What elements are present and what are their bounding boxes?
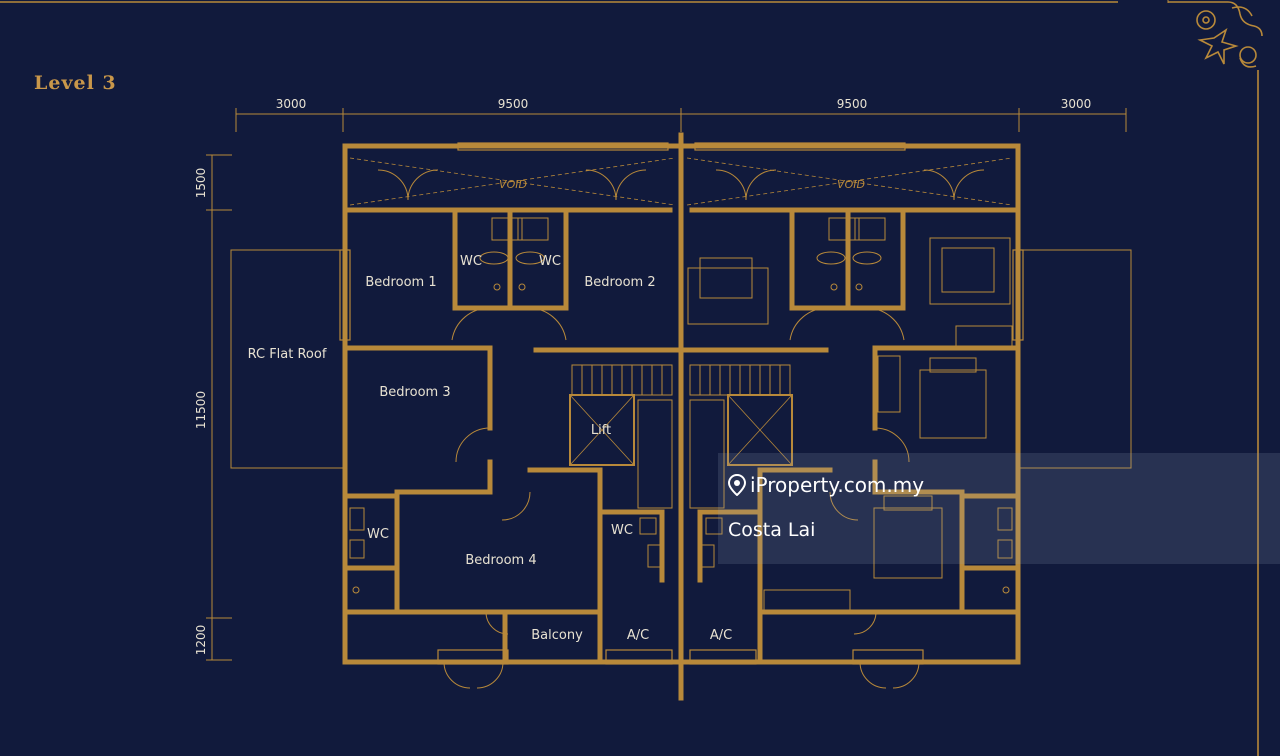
watermark-banner	[718, 453, 1280, 564]
room-ac-right: A/C	[710, 628, 732, 643]
dimension-lines-top	[235, 108, 1127, 132]
doors	[377, 169, 985, 689]
walls	[342, 132, 1021, 701]
dim-top-1: 3000	[276, 97, 307, 111]
room-rc-flat-roof: RC Flat Roof	[248, 347, 327, 362]
furniture-beds	[687, 237, 1013, 613]
room-wc-3: WC	[367, 527, 389, 542]
watermark-brand-text: iProperty.com.my	[750, 473, 925, 497]
room-lift: Lift	[591, 423, 611, 438]
room-bedroom-4: Bedroom 4	[465, 553, 536, 568]
room-balcony: Balcony	[531, 628, 583, 643]
room-bedroom-3: Bedroom 3	[379, 385, 450, 400]
room-wc-2: WC	[539, 254, 561, 269]
dim-top-3: 9500	[837, 97, 868, 111]
windows	[339, 142, 1024, 665]
dim-side-1: 1500	[194, 168, 208, 199]
stairs	[571, 364, 791, 509]
room-wc-4: WC	[611, 523, 633, 538]
lift-shafts	[569, 394, 793, 466]
dim-top-4: 3000	[1061, 97, 1092, 111]
void-lines	[349, 157, 1013, 206]
dim-top-2: 9500	[498, 97, 529, 111]
room-bedroom-2: Bedroom 2	[584, 275, 655, 290]
dim-side-2: 11500	[194, 391, 208, 429]
void-label-right: VOID	[837, 178, 865, 191]
room-ac-left: A/C	[627, 628, 649, 643]
location-pin-icon	[728, 474, 746, 496]
watermark-agent-name: Costa Lai	[728, 519, 816, 541]
room-bedroom-1: Bedroom 1	[365, 275, 436, 290]
dimension-lines-side	[206, 154, 232, 661]
rc-flat-roof-right	[1018, 249, 1132, 469]
corner-ornament-icon	[1168, 1, 1263, 756]
dim-side-3: 1200	[194, 625, 208, 656]
bathroom-fixtures	[349, 217, 1013, 594]
room-wc-1: WC	[460, 254, 482, 269]
watermark-brand: iProperty.com.my	[728, 473, 924, 497]
void-label-left: VOID	[499, 178, 527, 191]
level-title: Level 3	[34, 72, 117, 94]
